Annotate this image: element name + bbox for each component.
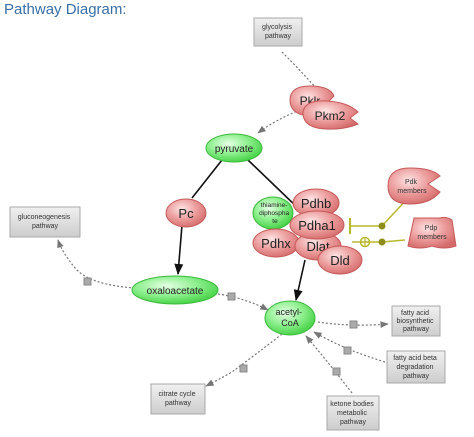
protein-label: Pdk members [397,179,427,195]
label-line: pathway [340,419,367,426]
pathway-label: fatty acid biosynthetic pathway [397,310,436,333]
metabolite-thiamine-diphosphate[interactable]: thiamine- diphospha te [252,196,294,230]
label-line: acetyl- [275,307,302,317]
label-line: fatty acid beta [393,355,437,362]
pathway-label: gluconeogenesis pathway [18,214,73,230]
pathway-label: glycolysis pathway [262,24,294,40]
label-line: Pdk [405,179,418,186]
label-line: ketone bodies [330,401,374,408]
pathway-label: citrate cycle pathway [159,391,198,407]
protein-pdp-members[interactable]: Pdp members [407,216,457,249]
regulation-target [359,236,371,248]
edge-ketone-to-acetylcoa [305,335,353,394]
label-line: gluconeogenesis [18,214,71,221]
label-line: CoA [281,318,299,328]
label-line: Pdp [425,225,438,232]
metabolite-pyruvate[interactable]: pyruvate [205,133,263,163]
edge-anchor [332,367,341,376]
label-line: pathway [403,326,430,333]
label-line: pathway [32,223,59,230]
pathway-glycolysis[interactable]: glycolysis pathway [253,17,303,47]
protein-label: Pkm2 [315,109,346,123]
edge-anchor [83,277,92,286]
protein-label: Pc [178,206,194,221]
edge-anchor [349,320,358,329]
edge-pc-to-oxaloacetate [174,224,184,276]
metabolite-label: pyruvate [215,144,254,155]
protein-pc[interactable]: Pc [165,198,207,228]
edge-pkm2-to-pyruvate [257,109,301,134]
pathway-fatty-acid-biosynthetic[interactable]: fatty acid biosynthetic pathway [391,305,441,337]
label-line: glycolysis [262,24,292,31]
label-line: members [397,188,427,195]
metabolite-label: oxaloacetate [147,286,204,297]
edge-pyruvate-to-pc [191,159,223,199]
label-line: metabolic [337,410,367,417]
regulator-dot [378,238,386,246]
pathway-label: ketone bodies metabolic pathway [330,401,376,426]
edge-oxaloacetate-to-acetylcoa [217,293,269,311]
pathway-ketone-bodies[interactable]: ketone bodies metabolic pathway [326,395,380,431]
protein-pdhx[interactable]: Pdhx [252,228,300,258]
protein-pdhb[interactable]: Pdhb [292,188,340,218]
label-line: biosynthetic [397,318,434,325]
metabolite-label: thiamine- diphospha te [259,202,291,225]
label-line: members [417,234,447,241]
pathway-citrate-cycle[interactable]: citrate cycle pathway [150,383,206,415]
label-line: pathway [403,373,430,380]
protein-pdha1[interactable]: Pdha1 [289,210,345,240]
edge-pyruvate-to-pdh [247,159,301,211]
protein-label: Pdhb [301,196,331,211]
label-line: diphospha [259,210,289,217]
pathway-label: fatty acid beta degradation pathway [393,355,439,380]
label-line: te [272,218,278,225]
metabolite-acetyl-coa[interactable]: acetyl- CoA [264,300,316,336]
metabolite-oxaloacetate[interactable]: oxaloacetate [131,275,219,305]
metabolite-label: acetyl- CoA [275,307,304,328]
pathway-fatty-acid-beta[interactable]: fatty acid beta degradation pathway [386,350,446,384]
protein-label: Pdp members [417,225,447,241]
protein-dld[interactable]: Dld [317,245,363,275]
protein-pkm2[interactable]: Pkm2 [302,100,359,130]
edge-glycolysis-to-pklr [281,51,317,89]
label-line: citrate cycle [159,391,196,398]
protein-pdk-members[interactable]: Pdk members [387,167,441,205]
regulator-dot [378,222,386,230]
edge-anchor [343,346,352,355]
edge-anchor [227,292,236,301]
edge-acetylcoa-to-citrate [205,333,283,387]
edge-anchor [239,364,248,373]
page-title: Pathway Diagram: [4,1,127,18]
edge-oxaloacetate-to-gluconeogenesis [57,239,136,289]
edge-pdh-to-acetylcoa [293,259,306,302]
edges [57,51,409,394]
label-line: pathway [165,400,192,407]
label-line: degradation [397,364,434,371]
label-line: pathway [265,33,292,40]
pathway-gluconeogenesis[interactable]: gluconeogenesis pathway [9,206,81,238]
protein-label: Pdhx [261,236,291,251]
label-line: thiamine- [261,202,288,209]
protein-label: Dld [330,253,350,268]
protein-label: Pdha1 [298,218,336,233]
label-line: fatty acid [401,310,429,317]
